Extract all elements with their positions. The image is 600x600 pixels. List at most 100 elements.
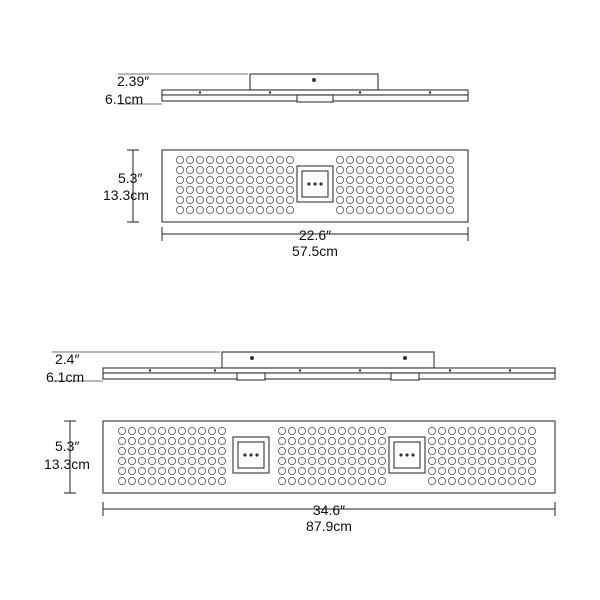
perforation-dot (445, 185, 454, 194)
perforation-dot (157, 466, 166, 475)
edge-dot (448, 369, 452, 372)
perforation-dot (487, 436, 496, 445)
edge-dot (358, 369, 362, 372)
perforation-dot (255, 205, 264, 214)
small-side-height-in: 2.39″ (117, 73, 149, 89)
perforation-dot (297, 436, 306, 445)
perforation-dot (317, 446, 326, 455)
perforation-dot (287, 436, 296, 445)
perforation-dot (357, 426, 366, 435)
large-module-pin-icon (249, 453, 253, 457)
perforation-dot (447, 456, 456, 465)
small-side-height-cm: 6.1cm (105, 91, 143, 107)
perforation-dot (127, 436, 136, 445)
perforation-dot (335, 185, 344, 194)
perforation-dot (157, 436, 166, 445)
perforation-dot (415, 195, 424, 204)
perforation-dot (207, 456, 216, 465)
perforation-dot (197, 436, 206, 445)
perforation-dot (118, 426, 127, 435)
perforation-dot (375, 185, 384, 194)
perforation-dot (528, 476, 537, 485)
perforation-dot (317, 436, 326, 445)
edge-dot (298, 369, 302, 372)
perforation-dot (285, 195, 294, 204)
perforation-dot (205, 205, 214, 214)
perforation-dot (245, 205, 254, 214)
edge-dot (428, 91, 432, 94)
perforation-dot (345, 175, 354, 184)
perforation-dot (137, 446, 146, 455)
perforation-dot (327, 476, 336, 485)
perforation-dot (195, 175, 204, 184)
perforation-dot (265, 205, 274, 214)
small-canopy-screw-icon (312, 78, 316, 82)
perforation-dot (225, 205, 234, 214)
small-length-in: 22.6″ (299, 227, 331, 243)
perforation-dot (385, 175, 394, 184)
small-edge-dots (198, 91, 432, 94)
perforation-dot (195, 185, 204, 194)
perforation-dot (127, 426, 136, 435)
small-top-view: 5.3″ 13.3cm 22.6″ 57.5cm (103, 149, 469, 259)
perforation-dot (437, 466, 446, 475)
perforation-dot (355, 195, 364, 204)
large-mounting-plate (102, 367, 556, 374)
perforation-dot (487, 446, 496, 455)
perforation-dot (425, 195, 434, 204)
perforation-dot (425, 155, 434, 164)
perforation-dot (507, 426, 516, 435)
perforation-dot (487, 466, 496, 475)
perforation-dot (337, 456, 346, 465)
perforation-dot (167, 426, 176, 435)
perforation-dot (518, 456, 527, 465)
perforation-dot (427, 466, 436, 475)
perforation-dot (445, 165, 454, 174)
perforation-dot (307, 436, 316, 445)
perforation-dot (197, 466, 206, 475)
perforation-dot (427, 456, 436, 465)
perforation-dot (167, 436, 176, 445)
perforation-dot (425, 165, 434, 174)
perforation-dot (367, 446, 376, 455)
large-edge-dots (148, 369, 512, 372)
perforation-dot (225, 195, 234, 204)
perforation-dot (175, 175, 184, 184)
large-perforation-grid (118, 426, 537, 485)
perforation-dot (147, 466, 156, 475)
perforation-dot (355, 205, 364, 214)
perforation-dot (425, 185, 434, 194)
large-module-pin-icon (243, 453, 247, 457)
perforation-dot (385, 205, 394, 214)
perforation-dot (287, 476, 296, 485)
perforation-dot (185, 195, 194, 204)
large-module-edge-right (390, 372, 420, 381)
large-module-edge-left (236, 372, 266, 381)
perforation-dot (457, 466, 466, 475)
perforation-dot (307, 476, 316, 485)
perforation-dot (427, 426, 436, 435)
perforation-dot (425, 175, 434, 184)
perforation-dot (507, 476, 516, 485)
perforation-dot (197, 446, 206, 455)
perforation-dot (297, 476, 306, 485)
perforation-dot (287, 426, 296, 435)
perforation-dot (415, 155, 424, 164)
perforation-dot (195, 155, 204, 164)
perforation-dot (285, 205, 294, 214)
perforation-dot (137, 466, 146, 475)
perforation-dot (187, 426, 196, 435)
perforation-dot (365, 175, 374, 184)
perforation-dot (445, 175, 454, 184)
perforation-dot (235, 165, 244, 174)
perforation-dot (185, 175, 194, 184)
perforation-dot (157, 456, 166, 465)
small-module-pin-icon (313, 182, 317, 186)
perforation-dot (175, 185, 184, 194)
perforation-dot (277, 446, 286, 455)
perforation-dot (377, 466, 386, 475)
perforation-dot (435, 195, 444, 204)
perforation-dot (335, 155, 344, 164)
perforation-dot (405, 155, 414, 164)
perforation-dot (137, 436, 146, 445)
